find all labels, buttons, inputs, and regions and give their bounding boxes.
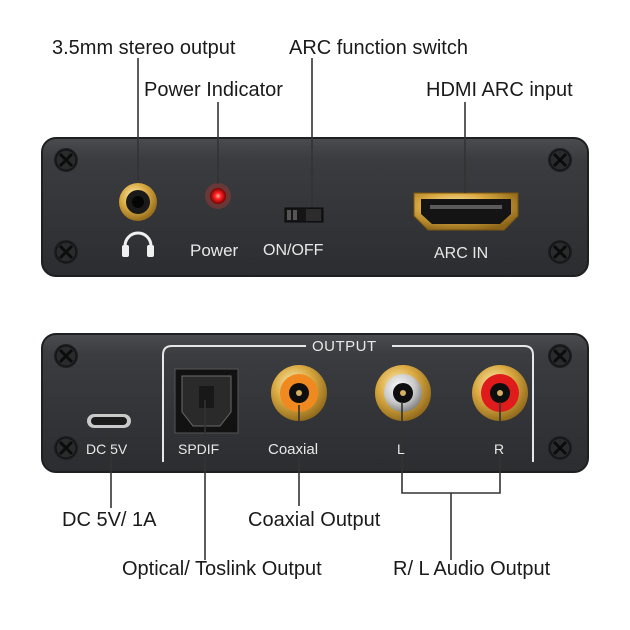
power-led [205, 183, 231, 209]
stereo-jack[interactable] [119, 183, 157, 221]
hdmi-port[interactable] [413, 192, 519, 231]
screw-icon [546, 146, 574, 174]
optical-port[interactable] [174, 368, 239, 434]
headphone-icon [122, 231, 154, 257]
screw-icon [546, 434, 574, 462]
callout-lines [110, 58, 501, 560]
micro-usb-port[interactable] [87, 414, 131, 428]
front-panel [41, 137, 589, 277]
screw-icon [52, 434, 80, 462]
output-frame [162, 345, 534, 462]
right-audio-jack[interactable] [472, 365, 528, 421]
callout-rl-audio-output: R/ L Audio Output [393, 558, 551, 580]
callout-coaxial-output: Coaxial Output [248, 509, 381, 531]
left-label: L [397, 441, 405, 457]
screw-icon [52, 238, 80, 266]
arc-switch[interactable] [284, 207, 324, 223]
rear-panel [41, 333, 589, 473]
callout-power-indicator: Power Indicator [144, 79, 283, 101]
screw-icon [546, 238, 574, 266]
output-title: OUTPUT [312, 338, 377, 355]
power-label: Power [190, 241, 239, 260]
callout-stereo-output: 3.5mm stereo output [52, 37, 236, 59]
arc-in-label: ARC IN [434, 245, 489, 262]
screw-icon [52, 146, 80, 174]
left-audio-jack[interactable] [375, 365, 431, 421]
callout-hdmi-arc-input: HDMI ARC input [426, 79, 573, 101]
callout-arc-switch: ARC function switch [289, 37, 468, 59]
coaxial-label: Coaxial [268, 441, 319, 458]
dc-label: DC 5V [86, 441, 128, 457]
screw-icon [546, 342, 574, 370]
callout-optical-output: Optical/ Toslink Output [122, 558, 322, 580]
spdif-label: SPDIF [178, 441, 220, 457]
coaxial-jack[interactable] [271, 365, 327, 421]
switch-label: ON/OFF [263, 242, 324, 259]
right-label: R [494, 441, 505, 457]
callout-dc-power: DC 5V/ 1A [62, 509, 157, 531]
screw-icon [52, 342, 80, 370]
